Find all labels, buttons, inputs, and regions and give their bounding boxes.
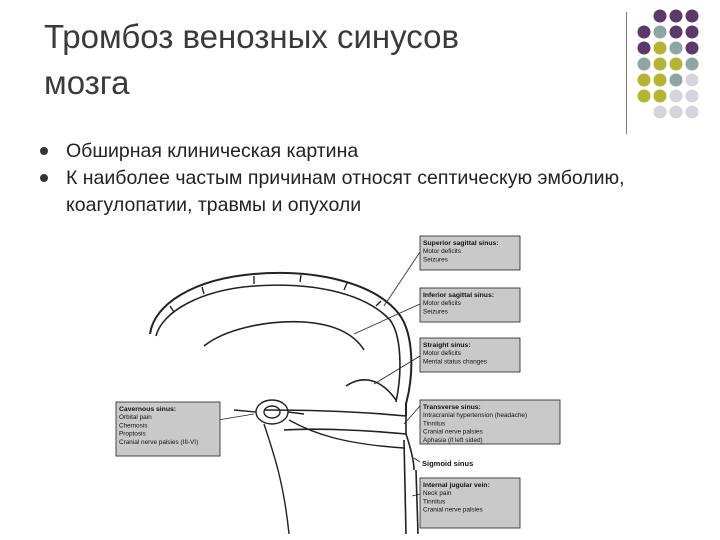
decorative-dot xyxy=(685,9,699,23)
decorative-dot xyxy=(653,57,667,71)
decorative-dot xyxy=(669,73,683,87)
decorative-dot xyxy=(653,9,667,23)
decorative-dot xyxy=(669,25,683,39)
bullet-item: Обширная клиническая картина xyxy=(40,138,660,165)
decorative-dot xyxy=(653,105,667,119)
decorative-dot xyxy=(685,41,699,55)
decorative-dot xyxy=(669,89,683,103)
diagram-label-line: Mental status changes xyxy=(423,358,487,365)
diagram-label-box xyxy=(419,477,521,529)
bullet-dot-icon xyxy=(40,174,48,182)
diagram-label-heading: Straight sinus: xyxy=(423,342,471,349)
decorative-dot xyxy=(653,89,667,103)
decorative-dot xyxy=(669,105,683,119)
decorative-dot xyxy=(653,41,667,55)
decorative-dot-grid xyxy=(637,9,699,119)
diagram-label-heading: Cavernous sinus: xyxy=(119,406,176,413)
diagram-label-line: Seizures xyxy=(423,256,448,263)
diagram-label-box xyxy=(419,399,561,445)
decorative-dot xyxy=(685,57,699,71)
diagram-label-line: Motor deficits xyxy=(423,300,461,307)
diagram-label-box xyxy=(419,287,521,323)
diagram-label-heading: Transverse sinus: xyxy=(423,404,481,411)
diagram-label-line: Orbital pain xyxy=(119,414,152,421)
diagram-label-line: Aphasia (if left sided) xyxy=(423,437,483,444)
sinus-diagram: Superior sagittal sinus:Motor deficitsSe… xyxy=(115,235,561,534)
diagram-label-heading: Superior sagittal sinus: xyxy=(423,240,499,247)
diagram-label-line: Seizures xyxy=(423,308,448,315)
decorative-dot xyxy=(637,73,651,87)
decorative-dot xyxy=(685,25,699,39)
sigmoid-sinus-label: Sigmoid sinus xyxy=(422,459,473,468)
brain-outline xyxy=(149,271,413,416)
diagram-label-line: Motor deficits xyxy=(423,248,461,255)
straight-sinus xyxy=(345,379,397,401)
decorative-dot xyxy=(669,9,683,23)
diagram-label-box xyxy=(419,337,521,373)
bullet-item: К наиболее частым причинам относят септи… xyxy=(40,165,660,219)
superior-sagittal-sinus xyxy=(155,284,401,403)
decorative-dot xyxy=(653,73,667,87)
diagram-label-line: Intracranial hypertension (headache) xyxy=(423,412,527,419)
bullet-list: Обширная клиническая картина К наиболее … xyxy=(40,138,660,219)
decorative-dot xyxy=(637,41,651,55)
title-line-2: мозга xyxy=(44,64,130,101)
decorative-dot xyxy=(685,105,699,119)
diagram-label-line: Cranial nerve palsies xyxy=(423,429,483,436)
decorative-dot xyxy=(637,57,651,71)
decorative-divider xyxy=(626,12,627,134)
decorative-dot xyxy=(685,73,699,87)
diagram-label-line: Motor deficits xyxy=(423,350,461,357)
decorative-dot xyxy=(637,25,651,39)
diagram-label-line: Cranial nerve palsies (III-VI) xyxy=(119,439,198,446)
diagram-label-box xyxy=(419,235,521,271)
diagram-label-heading: Inferior sagittal sinus: xyxy=(423,292,494,299)
petrosal-sinus xyxy=(288,419,405,449)
decorative-dot xyxy=(669,57,683,71)
diagram-label-line: Neck pain xyxy=(423,490,452,497)
bullet-dot-icon xyxy=(40,147,48,155)
decorative-dot xyxy=(653,25,667,39)
cavernous-sinus xyxy=(233,399,305,425)
decorative-dot xyxy=(685,89,699,103)
decorative-dot xyxy=(669,41,683,55)
diagram-label-heading: Internal jugular vein: xyxy=(423,482,490,489)
transverse-sinus xyxy=(263,409,407,435)
diagram-label-line: Cranial nerve palsies xyxy=(423,507,483,514)
page-title: Тромбоз венозных синусов мозга xyxy=(44,14,604,106)
sinus-tick-marks xyxy=(169,274,382,313)
internal-jugular-vein xyxy=(403,439,419,534)
diagram-label-box xyxy=(115,401,221,457)
decorative-dot xyxy=(637,89,651,103)
vein-line xyxy=(263,423,290,534)
title-line-1: Тромбоз венозных синусов xyxy=(44,18,460,55)
inferior-sagittal-sinus xyxy=(203,320,365,351)
diagram-label-line: Proptosis xyxy=(119,431,146,438)
diagram-label-line: Tinnitus xyxy=(423,420,445,427)
diagram-label-line: Chemosis xyxy=(119,422,147,429)
diagram-label-line: Tinnitus xyxy=(423,498,445,505)
sigmoid-sinus xyxy=(405,433,415,471)
